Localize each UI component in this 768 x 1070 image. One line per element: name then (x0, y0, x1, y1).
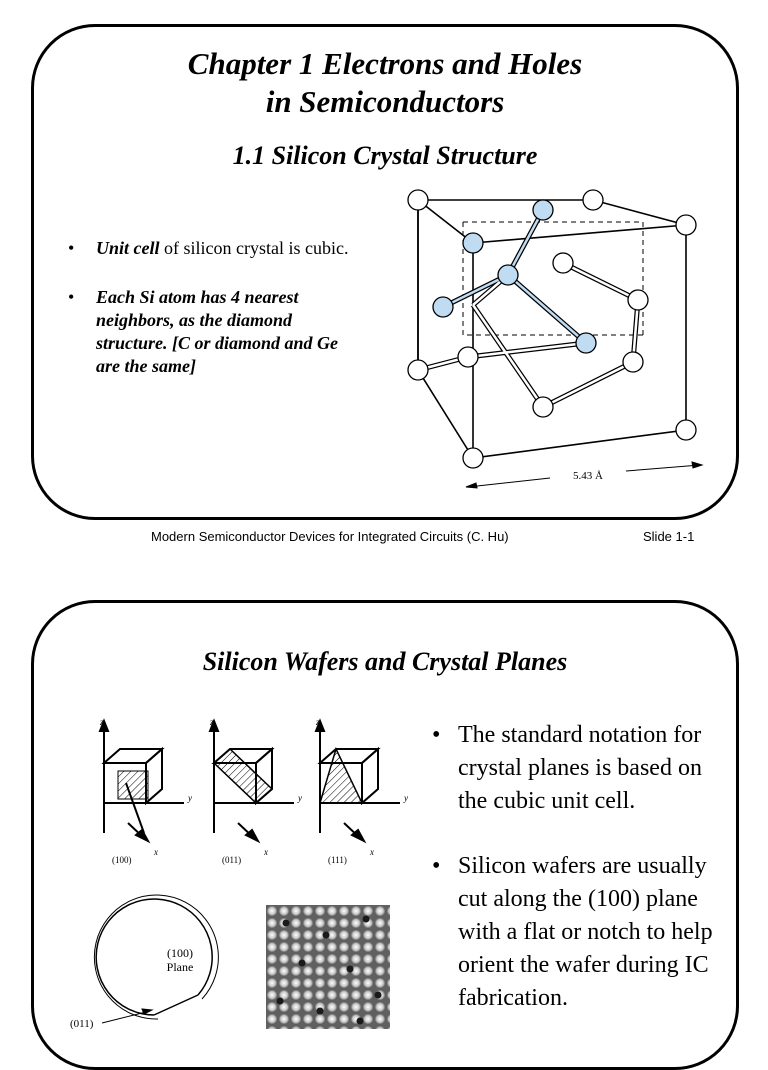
atomic-surface-image (266, 905, 390, 1029)
bullet-crystal-notation: • The standard notation for crystal plan… (432, 719, 722, 818)
plane-label: (011) (222, 855, 241, 865)
slide-1-subtitle: 1.1 Silicon Crystal Structure (232, 141, 538, 170)
title-line-1: Chapter 1 Electrons and Holes (187, 46, 583, 81)
bullet-text: Silicon wafers are usually cut along the… (458, 853, 713, 1011)
slide-1: Chapter 1 Electrons and Holes in Semicon… (31, 24, 739, 520)
plane-label: (111) (328, 855, 347, 865)
title-line-2: in Semiconductors (265, 84, 505, 119)
axis-y-label: y (297, 793, 302, 803)
slide-2-title: Silicon Wafers and Crystal Planes (202, 647, 568, 676)
wafer-flat-label: (011) (70, 1018, 94, 1030)
bullet-dot: • (432, 853, 441, 879)
axis-x-label: x (369, 847, 374, 857)
wafer-plane-label-1: (100) (167, 946, 193, 960)
axis-z-label: z (209, 717, 214, 727)
slide-1-title: Chapter 1 Electrons and Holes in Semicon… (34, 45, 736, 121)
bullet-nearest-neighbors: • Each Si atom has 4 nearest neighbors, … (68, 286, 358, 378)
plane-label: (100) (112, 855, 132, 865)
slide-2-bullets: • The standard notation for crystal plan… (432, 719, 722, 1047)
slide-1-bullets: • Unit cell of silicon crystal is cubic.… (68, 237, 358, 404)
axis-x-label: x (263, 847, 268, 857)
axis-x-label: x (153, 847, 158, 857)
bullet-lead: Unit cell (96, 238, 160, 258)
axis-z-label: z (315, 717, 320, 727)
crystal-planes-diagram: z y x z y x z y x (100) (011) (111) (98, 717, 408, 865)
bullet-wafer-cut: • Silicon wafers are usually cut along t… (432, 850, 722, 1015)
bullet-dot: • (68, 238, 75, 258)
bullet-unit-cell: • Unit cell of silicon crystal is cubic. (68, 237, 358, 260)
bullet-dot: • (68, 287, 75, 307)
axis-y-label: y (187, 793, 192, 803)
axis-z-label: z (99, 717, 104, 727)
silicon-crystal-diagram: 5.43 Å (407, 189, 704, 489)
bullet-dot: • (432, 722, 441, 748)
wafer-plane-label-2: Plane (167, 960, 194, 974)
bullet-rest: of silicon crystal is cubic. (159, 238, 349, 258)
footer-course-title: Modern Semiconductor Devices for Integra… (151, 529, 509, 544)
wafer-diagram: (100) Plane (011) (70, 894, 219, 1030)
bullet-text: The standard notation for crystal planes… (458, 722, 702, 814)
footer-slide-number: Slide 1-1 (643, 529, 695, 544)
axis-y-label: y (403, 793, 408, 803)
slide-2: Silicon Wafers and Crystal Planes (31, 600, 739, 1070)
lattice-constant-label: 5.43 Å (573, 470, 603, 482)
bullet-text: Each Si atom has 4 nearest neighbors, as… (96, 287, 339, 376)
